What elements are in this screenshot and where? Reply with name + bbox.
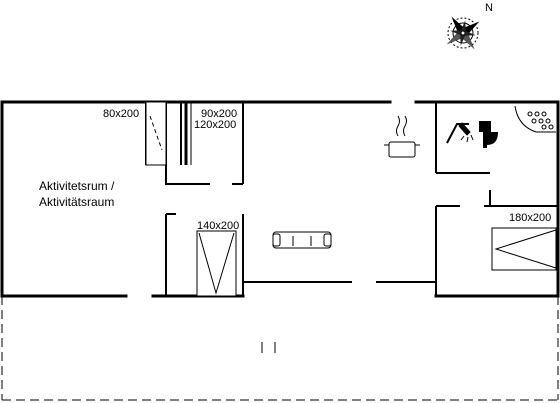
compass-rose-icon xyxy=(446,16,480,50)
cooking-pot-icon xyxy=(384,115,420,158)
compass-north-label: N xyxy=(485,2,493,14)
bed-180x200 xyxy=(491,227,557,271)
shower-icon xyxy=(446,122,474,144)
bed-label-90x200: 90x200 xyxy=(201,108,238,120)
bed-label-140x200: 140x200 xyxy=(197,220,240,232)
bed-label-180x200: 180x200 xyxy=(509,212,552,224)
terrace-marks xyxy=(261,342,276,353)
bed-80x200 xyxy=(145,101,167,166)
room-label-activity-line2: Aktivitätsraum xyxy=(39,195,115,209)
sofa-icon xyxy=(272,231,332,249)
bed-90x200-120x200 xyxy=(180,103,192,165)
room-label-activity-line1: Aktivitetsrum / xyxy=(39,179,115,193)
bed-140x200 xyxy=(196,230,237,297)
terrace-outline xyxy=(1,296,559,401)
bed-label-120x200: 120x200 xyxy=(194,119,237,131)
bed-label-80x200: 80x200 xyxy=(103,108,140,120)
hot-tub-icon xyxy=(514,105,556,133)
toilet-icon xyxy=(479,121,498,148)
interior-walls xyxy=(145,102,558,296)
